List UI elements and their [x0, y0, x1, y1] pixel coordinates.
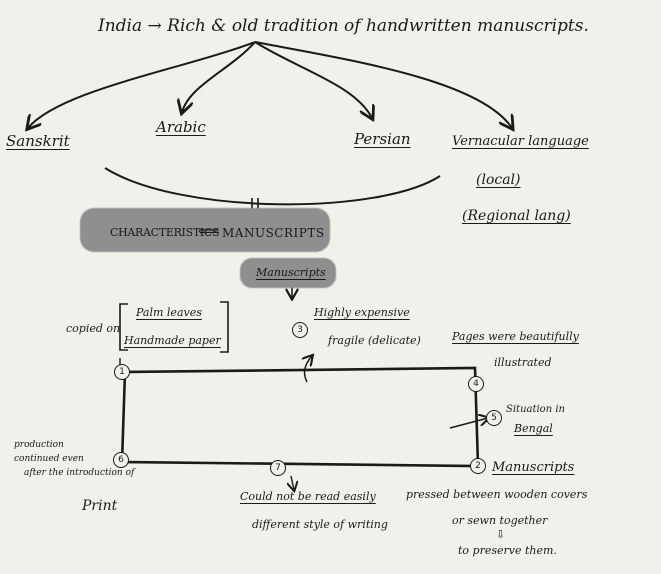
branch-persian — [254, 41, 372, 118]
bottom-right-manuscripts: Manuscripts — [492, 460, 575, 475]
language-persian: Persian — [354, 130, 411, 148]
page-title: India → Rich & old tradition of handwrit… — [98, 16, 589, 36]
marker-7: 7 — [270, 460, 286, 476]
marker-2: 2 — [470, 458, 486, 474]
language-regional: (Regional lang) — [462, 208, 571, 224]
pressed-arrow: ⇩ — [496, 528, 506, 541]
expensive-line2: fragile (delicate) — [328, 334, 421, 347]
could-not-line1: Could not be read easily — [240, 490, 376, 503]
main-rectangle — [120, 366, 480, 468]
pages-line1: Pages were beautifully — [452, 330, 579, 343]
branch-vernacular — [254, 41, 512, 128]
production-line1: production — [14, 440, 64, 450]
hub-background — [240, 258, 336, 288]
language-arabic: Arabic — [156, 118, 206, 136]
banner-arrow: ⟸ — [198, 222, 220, 240]
copied-handmade-paper: Handmade paper — [124, 334, 221, 347]
bengal-line1: Situation in — [506, 404, 565, 415]
language-local: (local) — [476, 172, 521, 188]
copied-palm-leaves: Palm leaves — [136, 306, 202, 319]
branch-sanskrit — [28, 41, 256, 128]
banner-manuscripts: MANUSCRIPTS — [222, 226, 325, 240]
expensive-line1: Highly expensive — [314, 306, 410, 319]
marker-5: 5 — [486, 410, 502, 426]
hub-label: Manuscripts — [256, 266, 326, 279]
pressed-line3: to preserve them. — [458, 544, 557, 557]
production-line4: Print — [82, 498, 118, 514]
pages-line2: illustrated — [494, 356, 552, 369]
production-line2: continued even — [14, 454, 84, 464]
bengal-line2: Bengal — [514, 422, 553, 435]
branch-arabic — [182, 41, 256, 112]
language-vernacular: Vernacular language — [452, 134, 589, 149]
copied-prefix: copied on — [66, 322, 121, 335]
collector-curve — [104, 167, 441, 206]
marker-4: 4 — [468, 376, 484, 392]
banner-characteristics: CHARACTERISTICS — [110, 226, 220, 239]
language-sanskrit: Sanskrit — [6, 132, 70, 150]
marker-6: 6 — [113, 452, 129, 468]
marker-3: 3 — [292, 322, 308, 338]
pressed-line2: or sewn together — [452, 514, 548, 527]
pressed-line1: pressed between wooden covers — [406, 488, 588, 501]
could-not-line2: different style of writing — [252, 518, 388, 531]
marker-1: 1 — [114, 364, 130, 380]
production-line3: after the introduction of — [24, 468, 135, 478]
banner-background — [80, 208, 330, 252]
